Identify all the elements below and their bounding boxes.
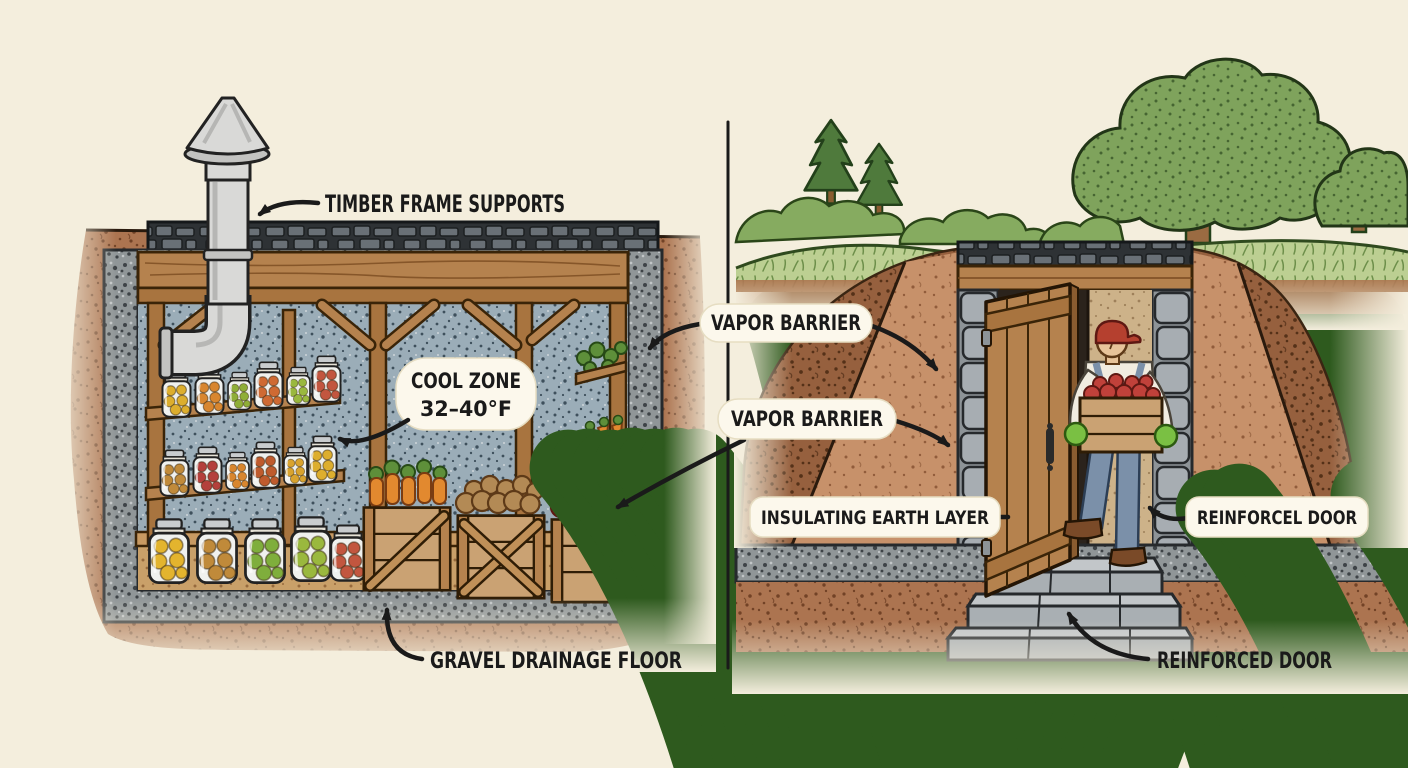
mini-shelf-board: [574, 360, 628, 386]
mason-jar: [329, 524, 367, 582]
cool-zone-label-line1: COOL ZONE: [411, 369, 521, 393]
mason-jar: [307, 435, 338, 483]
label-timber-frame-supports: TIMBER FRAME SUPPORTS: [257, 190, 565, 218]
vapor-barrier-upper-label: VAPOR BARRIER: [711, 311, 861, 335]
boot: [1108, 546, 1148, 567]
label-reinforced-door-bottom: REINFORCED DOOR: [1066, 611, 1332, 674]
gravel-drainage-floor-label: GRAVEL DRAINAGE FLOOR: [430, 649, 682, 674]
mason-jar: [311, 355, 342, 403]
man-carrying-crate: [1062, 319, 1179, 567]
mason-jar: [286, 366, 311, 406]
annotation-layer: TIMBER FRAME SUPPORTS COOL ZONE 32–40°F …: [257, 190, 1369, 674]
cellar-door: [981, 282, 1079, 598]
mason-jar: [243, 517, 287, 585]
label-cool-zone: COOL ZONE 32–40°F: [337, 357, 537, 448]
label-gravel-drainage-floor: GRAVEL DRAINAGE FLOOR: [381, 607, 682, 674]
mason-jar: [195, 517, 239, 585]
boot: [1062, 517, 1104, 540]
timber-frame-label: TIMBER FRAME SUPPORTS: [325, 190, 565, 218]
mason-jar: [147, 517, 191, 585]
label-reinforced-door-side: REINFORCEL DOOR: [1147, 496, 1369, 538]
mason-jar: [283, 446, 308, 486]
label-vapor-barrier-upper: VAPOR BARRIER: [647, 303, 939, 372]
reinforced-door-bottom-label: REINFORCED DOOR: [1157, 649, 1332, 674]
mason-jar: [289, 515, 333, 583]
mason-jar: [192, 446, 223, 494]
door-lintel-rubble: [956, 240, 1194, 268]
label-insulating-earth-layer: INSULATING EARTH LAYER: [749, 496, 1011, 538]
mason-jar: [253, 361, 284, 409]
jar-shelves: [144, 308, 367, 585]
cap: [1094, 319, 1142, 345]
reinforced-door-side-label: REINFORCEL DOOR: [1197, 507, 1357, 529]
mason-jar: [250, 441, 281, 489]
crate-potatoes: [454, 474, 546, 600]
mason-jar: [225, 451, 250, 491]
insulating-earth-layer-label: INSULATING EARTH LAYER: [761, 507, 989, 529]
bush-row: [734, 196, 1126, 246]
left-panel-cellar-cross-section: [48, 96, 1408, 768]
mason-jar: [227, 371, 252, 411]
door-hinges: [981, 329, 992, 557]
diagonal-braces: [157, 298, 581, 352]
glove: [1063, 421, 1089, 447]
glove: [1153, 423, 1179, 449]
label-vapor-barrier-lower: VAPOR BARRIER: [615, 398, 951, 510]
vapor-barrier-lower-label: VAPOR BARRIER: [731, 407, 883, 431]
crate-carrots: [362, 459, 452, 592]
cool-zone-label-line2: 32–40°F: [420, 397, 512, 421]
door-handle: [1046, 428, 1054, 464]
large-tree: [1071, 57, 1408, 245]
vent-pipe: [158, 96, 271, 380]
apple-crate-carried: [1078, 373, 1164, 454]
mason-jar: [159, 449, 190, 497]
